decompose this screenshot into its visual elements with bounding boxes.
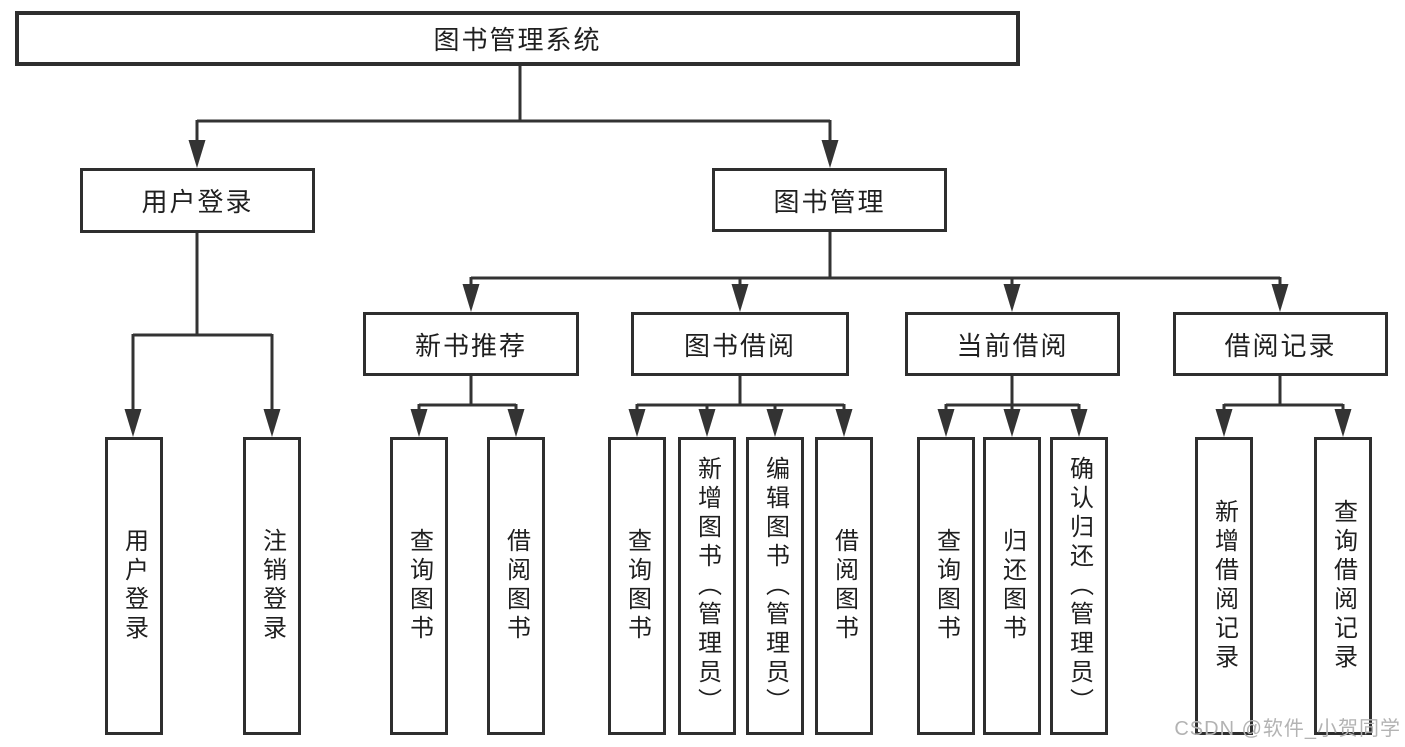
leaf-user-login: 用户登录 — [105, 437, 163, 735]
node-library-management-system: 图书管理系统 — [15, 11, 1020, 66]
leaf-confirm-return-admin: 确认归还（管理员） — [1050, 437, 1108, 735]
node-book-management: 图书管理 — [712, 168, 947, 232]
leaf-borrow-books: 借阅图书 — [487, 437, 545, 735]
leaf-query-books: 查询图书 — [608, 437, 666, 735]
node-current-borrowing: 当前借阅 — [905, 312, 1120, 376]
leaf-add-books-admin: 新增图书（管理员） — [678, 437, 736, 735]
node-user-login: 用户登录 — [80, 168, 315, 233]
node-book-borrowing: 图书借阅 — [631, 312, 849, 376]
leaf-query-books: 查询图书 — [390, 437, 448, 735]
leaf-edit-books-admin: 编辑图书（管理员） — [746, 437, 804, 735]
leaf-logout: 注销登录 — [243, 437, 301, 735]
node-new-book-recommendation: 新书推荐 — [363, 312, 579, 376]
leaf-add-borrow-record: 新增借阅记录 — [1195, 437, 1253, 735]
leaf-query-borrow-record: 查询借阅记录 — [1314, 437, 1372, 735]
leaf-query-books: 查询图书 — [917, 437, 975, 735]
node-borrowing-records: 借阅记录 — [1173, 312, 1388, 376]
leaf-return-books: 归还图书 — [983, 437, 1041, 735]
leaf-borrow-books: 借阅图书 — [815, 437, 873, 735]
